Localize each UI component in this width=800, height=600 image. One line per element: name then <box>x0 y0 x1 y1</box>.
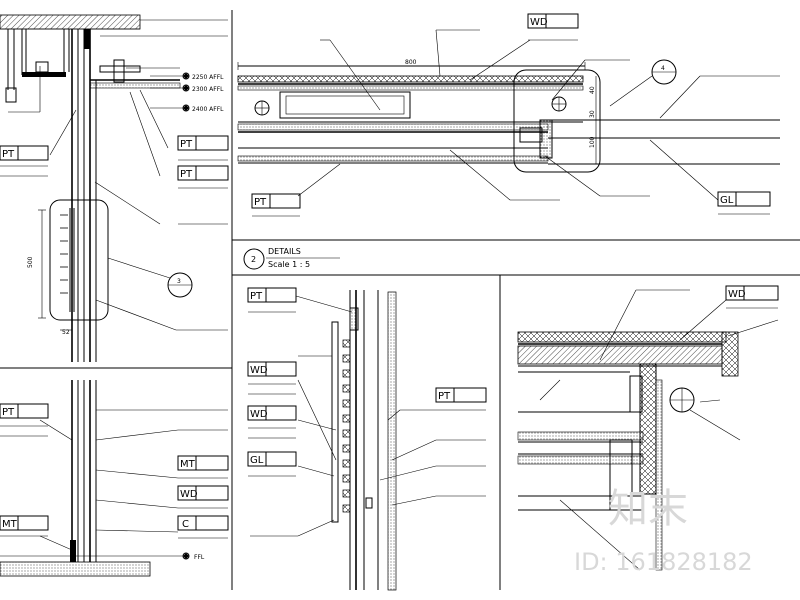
svg-text:WD: WD <box>250 365 268 376</box>
left-tag-mt-1: MT <box>177 455 229 479</box>
left-tag-pt-4: PT <box>0 403 49 437</box>
svg-text:PT: PT <box>2 407 15 418</box>
left-leaders <box>39 19 178 331</box>
svg-text:FFL: FFL <box>194 554 205 561</box>
sheet-frame <box>0 10 800 590</box>
details-title: DETAILS <box>268 247 301 256</box>
panel-teeth <box>60 214 68 294</box>
bottom-right-section <box>517 331 739 571</box>
dim-800: 800 <box>405 59 417 66</box>
level-2400: 2400 AFFL <box>192 106 224 113</box>
svg-text:GL: GL <box>250 455 264 466</box>
svg-text:WD: WD <box>728 289 746 300</box>
svg-text:MT: MT <box>2 519 18 530</box>
dim-52: 52 <box>62 329 70 336</box>
watermark-id: ID: 161828182 <box>574 548 753 576</box>
svg-text:PT: PT <box>254 197 267 208</box>
svg-text:WD: WD <box>250 409 268 420</box>
left-tag-wd: WD <box>177 485 229 509</box>
svg-text:PT: PT <box>438 391 451 402</box>
left-tag-pt-2: PT <box>177 135 229 161</box>
top-right-leaders <box>297 29 780 201</box>
level-markers: 2250 AFFL 2300 AFFL 2400 AFFL <box>150 72 224 113</box>
bottom-middle-tag-pt-1: PT <box>247 287 297 313</box>
svg-text:PT: PT <box>250 291 263 302</box>
bottom-middle-tag-gl: GL <box>247 451 297 477</box>
details-number: 2 <box>251 255 256 264</box>
svg-text:PT: PT <box>2 149 15 160</box>
left-tag-pt-1: PT <box>0 145 49 177</box>
top-right-tag-gl: GL <box>717 191 771 215</box>
left-section-upper <box>0 14 181 362</box>
left-tag-pt-3: PT <box>177 165 229 189</box>
bottom-middle-tag-pt-2: PT <box>400 387 487 411</box>
svg-text:3: 3 <box>177 278 181 285</box>
bottom-middle-tag-wd-2: WD <box>247 405 297 439</box>
level-2300: 2300 AFFL <box>192 86 224 93</box>
svg-text:WD: WD <box>530 17 548 28</box>
bottom-right-tag-wd: WD <box>725 285 779 309</box>
left-section-lower <box>0 380 151 577</box>
svg-text:PT: PT <box>180 169 193 180</box>
bracket-boxes <box>342 339 351 513</box>
level-ffl: FFL <box>150 552 205 561</box>
details-title-block: 2 DETAILS Scale 1 : 5 <box>243 247 340 270</box>
svg-text:C: C <box>182 519 189 530</box>
top-right-tag-wd: WD <box>527 13 579 41</box>
svg-text:4: 4 <box>661 65 665 72</box>
top-right-section: 800 40 30 100 <box>237 59 780 173</box>
left-tag-c: C <box>177 515 229 539</box>
watermark-logo: 知末 <box>608 486 688 532</box>
svg-text:GL: GL <box>720 195 734 206</box>
dim-40: 40 <box>589 86 596 94</box>
level-2250: 2250 AFFL <box>192 74 224 81</box>
dim-500: 500 <box>27 256 34 268</box>
svg-text:MT: MT <box>180 459 196 470</box>
left-tag-mt-2: MT <box>0 515 49 537</box>
lower-leaders <box>39 409 228 551</box>
bottom-middle-tag-wd-1: WD <box>247 361 297 395</box>
bottom-middle-section <box>331 290 397 591</box>
svg-text:WD: WD <box>180 489 198 500</box>
bottom-right-leaders <box>539 289 779 571</box>
callout-3: 3 <box>167 272 193 298</box>
top-right-tag-pt: PT <box>251 193 301 217</box>
bottom-middle-leaders <box>250 295 486 537</box>
svg-text:PT: PT <box>180 139 193 150</box>
callout-4: 4 <box>651 59 677 85</box>
watermark: 知末 ID: 161828182 <box>574 486 753 576</box>
details-scale: Scale 1 : 5 <box>268 260 310 269</box>
dim-30: 30 <box>589 110 596 118</box>
dim-100: 100 <box>589 136 596 148</box>
